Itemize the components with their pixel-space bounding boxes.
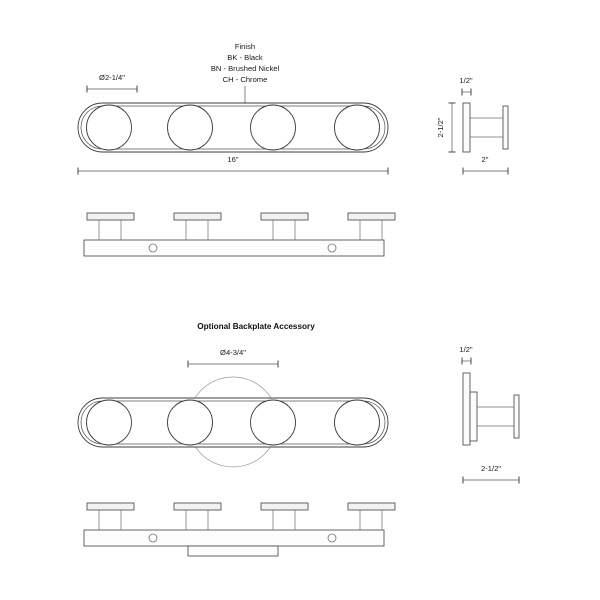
shade-cap-3: [260, 212, 309, 221]
lower-top-view-shade-1: [86, 502, 135, 530]
lower-top-view-shade-4: [347, 502, 396, 530]
lower-shade-cap-4: [347, 502, 396, 511]
lower-fixture-body-inner-outline: [80, 400, 386, 445]
shade-circle-2: [167, 104, 213, 151]
finish-option-bn: BN - Brushed Nickel: [211, 64, 280, 73]
overall-width-label: 16": [227, 155, 238, 164]
finish-option-bk: BK - Black: [227, 53, 263, 62]
upper-backplate-height-label: 2-1/2": [436, 117, 445, 137]
shade-circle-1: [86, 104, 132, 151]
backplate-diameter-label: Ø4-3/4": [220, 348, 246, 357]
shade-circle-4: [334, 104, 380, 151]
top-view-shade-4: [347, 212, 396, 240]
mounting-hole-2: [327, 243, 337, 253]
backplate-diameter-dimension: Ø4-3/4": [187, 348, 279, 368]
lower-side-view: [462, 372, 520, 446]
shade-circle-3: [250, 104, 296, 151]
lower-shade-circle-3: [250, 399, 296, 446]
lower-top-view-shade-2: [173, 502, 222, 530]
lower-mounting-hole-2: [327, 533, 337, 543]
lower-shade-cap-1: [86, 502, 135, 511]
shade-cap-2: [173, 212, 222, 221]
lower-side-projection-dimension: 2-1/2": [462, 464, 520, 484]
lower-optional-backplate: [462, 372, 471, 446]
upper-backplate-thickness-label: 1/2": [459, 76, 473, 85]
top-view-shade-2: [173, 212, 222, 240]
upper-top-view: [83, 212, 396, 257]
side-backplate: [462, 102, 471, 153]
upper-side-projection-dimension: 2": [462, 155, 509, 175]
lower-shade-cap-2: [173, 502, 222, 511]
lower-top-view-shade-3: [260, 502, 309, 530]
upper-front-view: [77, 102, 389, 153]
lower-top-view-bar: [83, 529, 385, 547]
upper-side-height-dimension: 2-1/2": [436, 102, 456, 153]
lower-fixture-body-outline: [77, 397, 389, 448]
shade-cap-1: [86, 212, 135, 221]
shade-cap-4: [347, 212, 396, 221]
finish-note-title: Finish: [235, 42, 255, 51]
lower-shade-circle-1: [86, 399, 132, 446]
upper-projection-label: 2": [482, 155, 489, 164]
top-view-bar: [83, 239, 385, 257]
lower-side-thickness-dimension: 1/2": [459, 345, 473, 365]
lower-side-shade-edge: [513, 394, 520, 439]
optional-backplate-section-title: Optional Backplate Accessory: [197, 322, 315, 331]
finish-note-block: Finish BK - Black BN - Brushed Nickel CH…: [211, 42, 280, 107]
overall-width-dimension: 16": [77, 155, 389, 175]
mounting-hole-1: [148, 243, 158, 253]
lower-top-view-backplate: [187, 545, 279, 557]
lower-shade-circle-2: [167, 399, 213, 446]
finish-option-ch: CH - Chrome: [223, 75, 268, 84]
lower-side-backplate: [469, 391, 478, 442]
top-view-shade-1: [86, 212, 135, 240]
lower-front-view: [77, 376, 389, 468]
side-shade-edge: [502, 105, 509, 150]
shade-diameter-label: Ø2-1/4": [99, 73, 125, 82]
upper-side-thickness-dimension: 1/2": [459, 76, 473, 96]
lower-backplate-thickness-label: 1/2": [459, 345, 473, 354]
lower-projection-label: 2-1/2": [481, 464, 501, 473]
lower-shade-cap-3: [260, 502, 309, 511]
lower-mounting-hole-1: [148, 533, 158, 543]
fixture-body-outline: [77, 102, 389, 153]
top-view-shade-3: [260, 212, 309, 240]
shade-diameter-dimension: Ø2-1/4": [86, 73, 138, 93]
lower-shade-circle-4: [334, 399, 380, 446]
fixture-body-inner-outline: [80, 105, 386, 150]
lower-top-view: [83, 502, 396, 557]
upper-side-view: [462, 102, 509, 153]
